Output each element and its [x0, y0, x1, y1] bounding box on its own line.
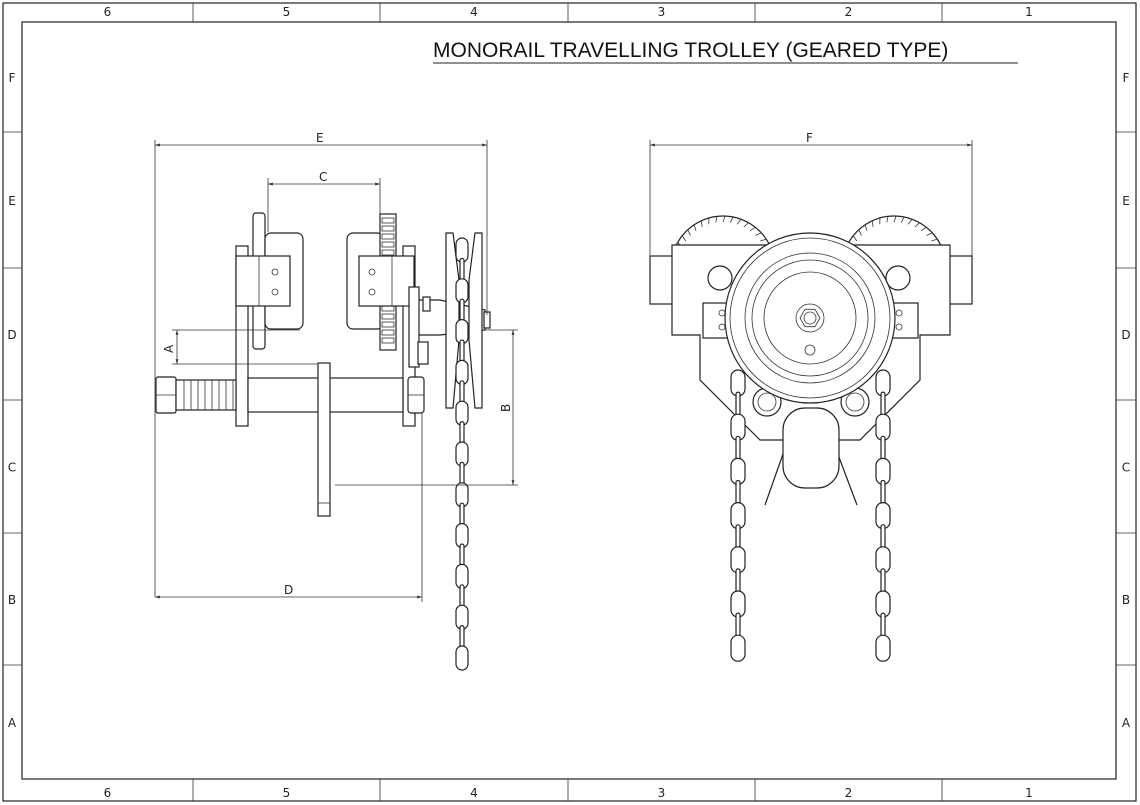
- gear-teeth: [381, 217, 395, 344]
- dimension-f: F: [649, 131, 973, 256]
- row-marker-left: F: [9, 71, 16, 85]
- row-marker-left: D: [7, 328, 16, 342]
- dimension-label-c: C: [319, 170, 327, 184]
- column-marker-bottom: 2: [845, 786, 853, 800]
- column-marker-bottom: 1: [1025, 786, 1033, 800]
- dimension-e: E: [154, 131, 488, 597]
- column-marker-top: 3: [658, 5, 666, 19]
- drawing-title: MONORAIL TRAVELLING TROLLEY (GEARED TYPE…: [433, 39, 948, 62]
- row-marker-left: E: [8, 194, 16, 208]
- row-marker-right: E: [1122, 194, 1130, 208]
- dimension-c: C: [267, 170, 381, 232]
- dimension-label-a: A: [162, 344, 176, 353]
- dimension-label-b: B: [499, 404, 513, 412]
- column-marker-bottom: 4: [470, 786, 478, 800]
- front-view: [649, 215, 973, 506]
- row-marker-left: A: [8, 716, 17, 730]
- row-marker-right: F: [1123, 71, 1130, 85]
- column-marker-top: 1: [1025, 5, 1033, 19]
- dimension-label-f: F: [806, 131, 813, 145]
- column-marker-top: 4: [470, 5, 478, 19]
- dimension-a: A: [162, 329, 318, 365]
- dimension-d: D: [154, 412, 423, 602]
- chain-link: [730, 634, 746, 662]
- row-marker-left: B: [8, 593, 16, 607]
- thread-lines: [183, 380, 234, 410]
- column-marker-bottom: 6: [104, 786, 112, 800]
- column-marker-top: 5: [283, 5, 291, 19]
- row-marker-right: A: [1122, 716, 1131, 730]
- row-marker-right: B: [1122, 593, 1130, 607]
- column-marker-top: 2: [845, 5, 853, 19]
- hand-chain-side: [455, 237, 469, 671]
- row-marker-right: D: [1121, 328, 1130, 342]
- row-marker-left: C: [8, 461, 16, 475]
- chain-link: [455, 645, 469, 671]
- dimension-b: B: [335, 329, 518, 486]
- row-marker-right: C: [1122, 461, 1130, 475]
- column-marker-bottom: 3: [658, 786, 666, 800]
- side-view: [155, 212, 491, 517]
- column-marker-bottom: 5: [283, 786, 291, 800]
- inner-border: [21, 21, 1117, 780]
- dimension-label-d: D: [284, 583, 293, 597]
- dimension-label-e: E: [316, 131, 324, 145]
- column-marker-top: 6: [104, 5, 112, 19]
- chain-link: [875, 634, 891, 662]
- hand-chain-front: [730, 369, 891, 662]
